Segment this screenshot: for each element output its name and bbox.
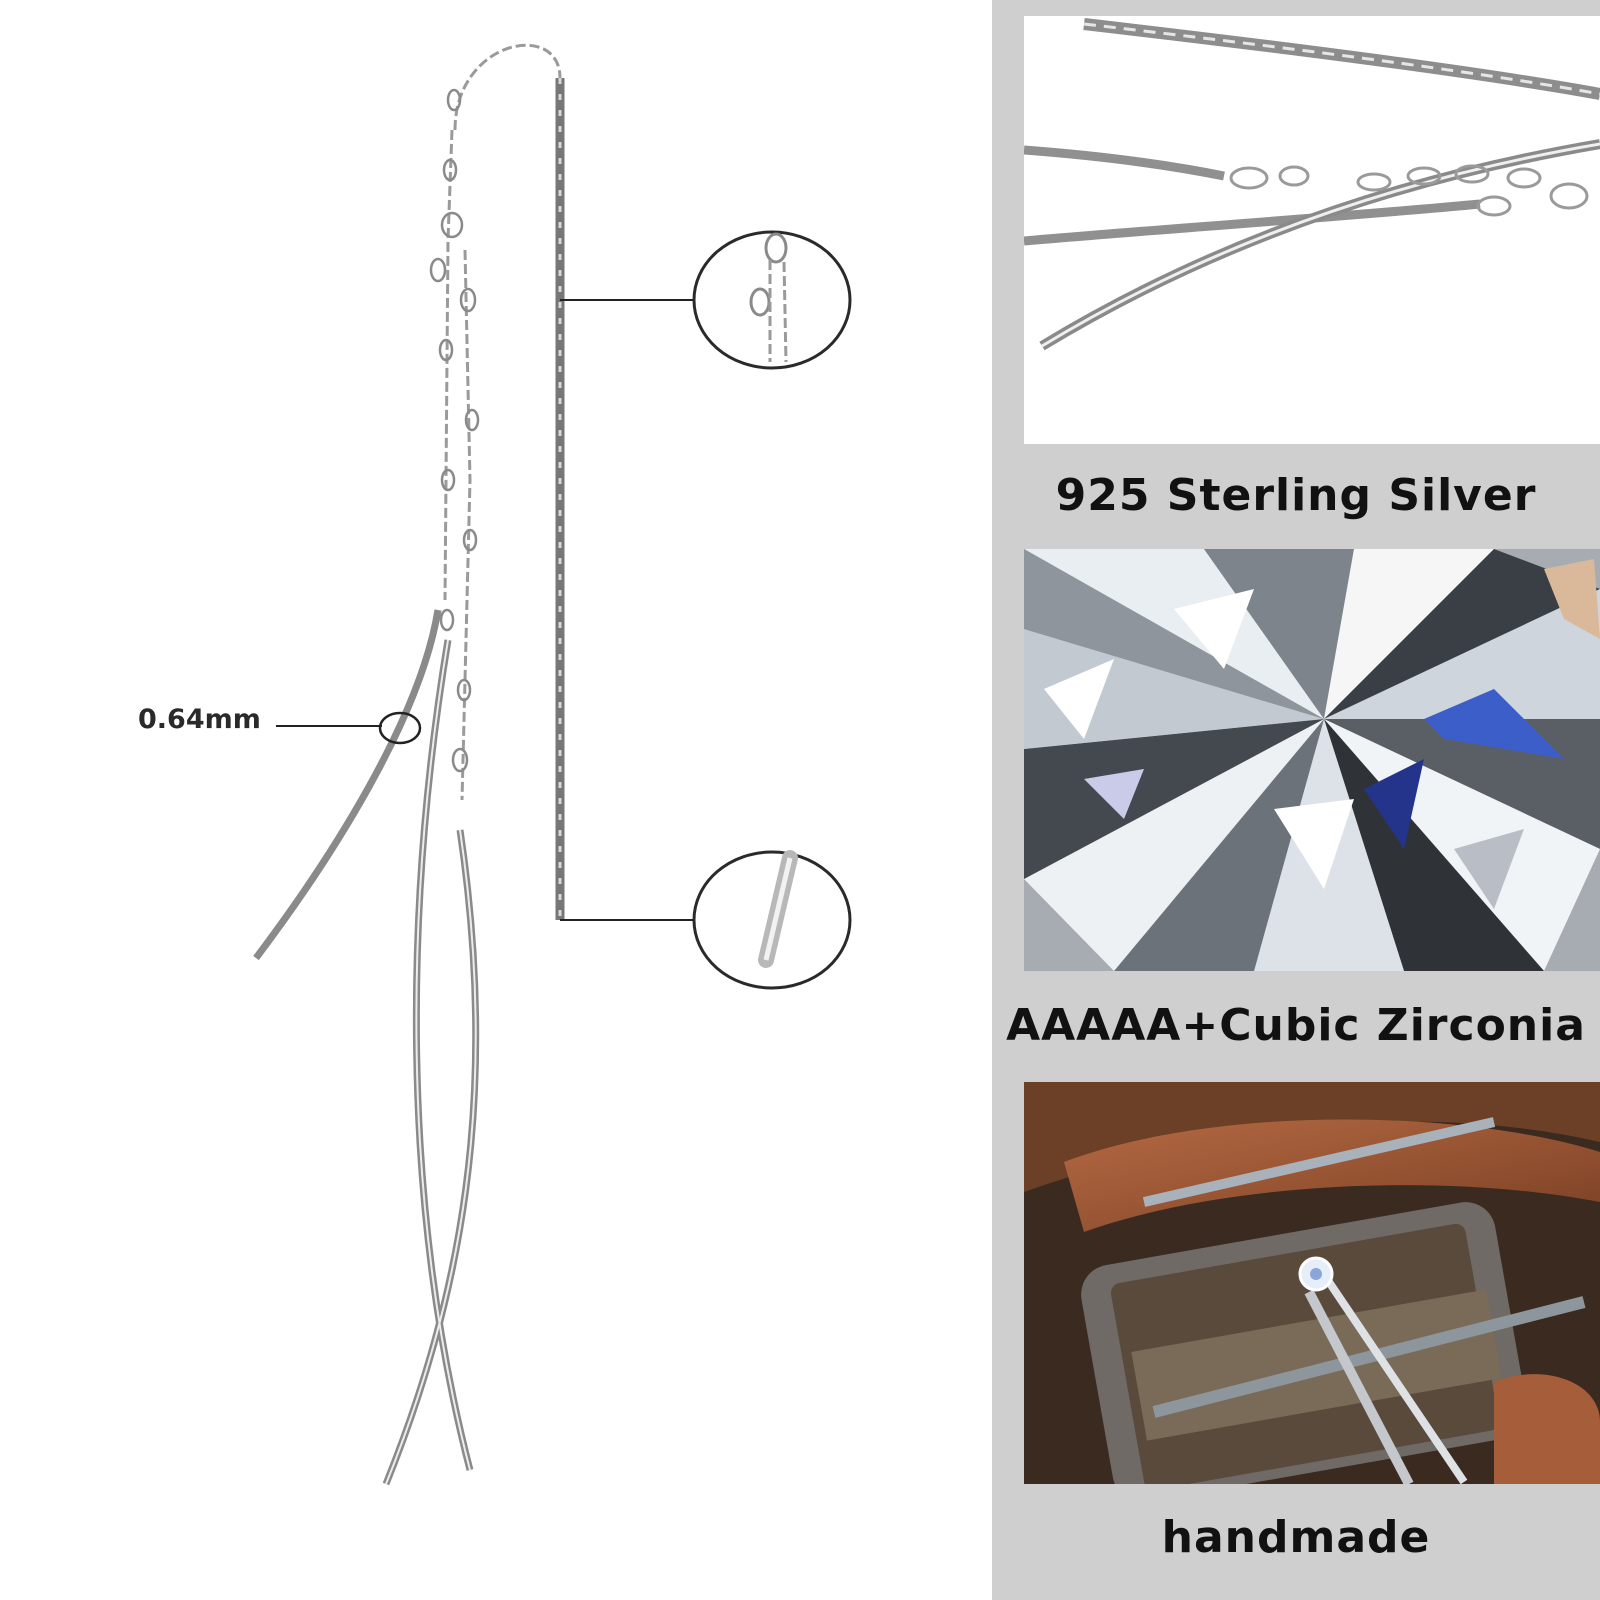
earring-diagram: 0.64mm <box>138 43 852 1486</box>
measure-ring <box>378 711 422 745</box>
magnifier-wire-tip <box>692 850 852 990</box>
zirconia-facets-photo <box>1024 549 1600 971</box>
silver-chain-photo <box>1024 16 1600 444</box>
chain-right <box>460 249 472 801</box>
earring-illustration <box>253 43 852 1486</box>
wire-3 <box>382 829 480 1486</box>
chain-left <box>443 129 454 601</box>
caption-zirconia: AAAAA+Cubic Zirconia <box>1006 1000 1586 1051</box>
handmade-photo <box>1024 1082 1600 1484</box>
dimension-label: 0.64mm <box>138 704 261 735</box>
caption-handmade: handmade <box>1161 1512 1431 1563</box>
feature-column: 925 Sterling Silver <box>992 0 1600 1600</box>
chain-top <box>453 43 562 131</box>
wire-1 <box>253 609 442 961</box>
caption-silver: 925 Sterling Silver <box>1055 470 1537 521</box>
magnifier-chain <box>692 230 852 370</box>
